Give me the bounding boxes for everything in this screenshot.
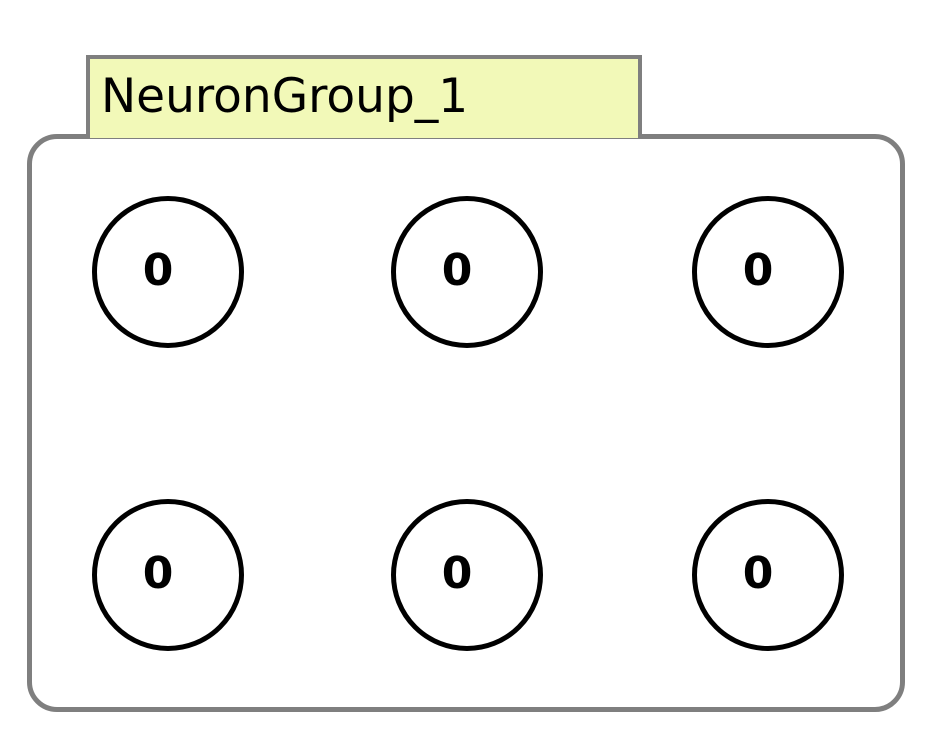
neuron-label: 0 [441,245,473,296]
neuron-group-name-tab[interactable]: NeuronGroup_1 [86,55,642,134]
neuron-node[interactable]: 0 [391,499,543,651]
neuron-node[interactable]: 0 [692,499,844,651]
neuron-node[interactable]: 0 [391,196,543,348]
neuron-label: 0 [142,245,174,296]
neuron-label: 0 [142,548,174,599]
neuron-node[interactable]: 0 [92,499,244,651]
neuron-label: 0 [742,548,774,599]
neuron-label: 0 [441,548,473,599]
neuron-node[interactable]: 0 [692,196,844,348]
neuron-group-name-label: NeuronGroup_1 [101,69,469,124]
neuron-label: 0 [742,245,774,296]
tab-seam [90,130,638,138]
neuron-node[interactable]: 0 [92,196,244,348]
